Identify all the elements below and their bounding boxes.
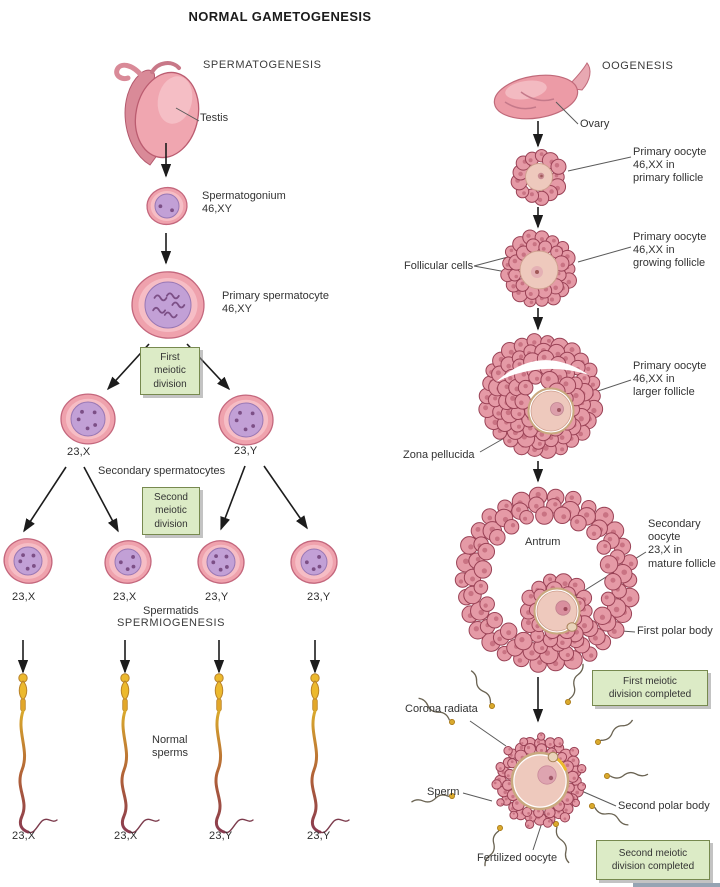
- growing-follicle-label: Primary oocyte 46,XX in growing follicle: [633, 231, 707, 270]
- spermatids-label: Spermatids: [143, 605, 199, 617]
- sperm-karyotype-4: 23,Y: [307, 830, 331, 842]
- spermatogenesis-heading: SPERMATOGENESIS: [203, 59, 322, 71]
- ovary-illustration: [493, 62, 591, 120]
- first-polar-body-label: First polar body: [637, 625, 713, 637]
- normal-sperms-label: Normal sperms: [152, 734, 189, 760]
- spermatid-karyotype-1: 23,X: [12, 591, 36, 603]
- larger-follicle: [478, 333, 604, 459]
- diagram-title: NORMAL GAMETOGENESIS: [188, 9, 372, 24]
- spermatid-karyotype-3: 23,Y: [205, 591, 229, 603]
- secondary-right-karyotype: 23,Y: [234, 445, 258, 457]
- flow-arrows: [17, 121, 544, 723]
- zona-pellucida-label: Zona pellucida: [403, 449, 475, 461]
- follicular-cells-label: Follicular cells: [404, 260, 474, 272]
- larger-follicle-label: Primary oocyte 46,XX in larger follicle: [633, 360, 707, 399]
- secondary-oocyte-label: Secondary oocyte 23,X in mature follicle: [648, 518, 716, 570]
- corona-radiata-label: Corona radiata: [405, 703, 478, 715]
- sperm-karyotype-3: 23,Y: [209, 830, 233, 842]
- primary-spermatocyte-label: Primary spermatocyte 46,XY: [222, 290, 329, 316]
- second-meiotic-division-box: Second meiotic division: [142, 487, 200, 535]
- antrum-label: Antrum: [525, 536, 561, 548]
- mature-follicle: [454, 486, 640, 673]
- sperm-line-cells: [3, 186, 338, 584]
- ovary-label: Ovary: [580, 118, 610, 130]
- sperm-karyotype-2: 23,X: [114, 830, 138, 842]
- primary-follicle: [510, 148, 567, 206]
- page-edge-artifact: [633, 883, 720, 887]
- sperm-label: Sperm: [427, 786, 460, 798]
- spermatid-karyotype-4: 23,Y: [307, 591, 331, 603]
- spermatid-karyotype-2: 23,X: [113, 591, 137, 603]
- first-meiotic-division-box: First meiotic division: [140, 347, 200, 395]
- fertilized-oocyte-illustration: [491, 732, 587, 829]
- testis-illustration: [114, 61, 200, 166]
- fertilized-oocyte-label: Fertilized oocyte: [477, 852, 558, 864]
- growing-follicle: [500, 229, 577, 308]
- spermatogonium-label: Spermatogonium 46,XY: [202, 190, 286, 216]
- oogenesis-heading: OOGENESIS: [602, 60, 674, 72]
- sperm-karyotype-1: 23,X: [12, 830, 36, 842]
- secondary-spermatocytes-label: Secondary spermatocytes: [98, 465, 226, 477]
- first-meiotic-completed-box: First meiotic division completed: [592, 670, 708, 706]
- secondary-left-karyotype: 23,X: [67, 446, 91, 458]
- second-meiotic-completed-box: Second meiotic division completed: [596, 840, 710, 880]
- spermiogenesis-heading: SPERMIOGENESIS: [117, 617, 226, 629]
- second-polar-body-label: Second polar body: [618, 800, 710, 812]
- testis-label: Testis: [200, 112, 229, 124]
- primary-follicle-label: Primary oocyte 46,XX in primary follicle: [633, 146, 707, 185]
